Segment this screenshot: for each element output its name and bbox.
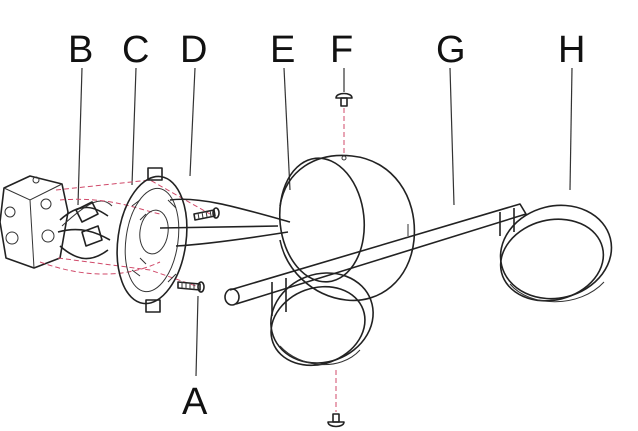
mounting-screw-bottom — [177, 281, 205, 293]
label-d: D — [180, 29, 207, 71]
leader-lines — [77, 67, 573, 377]
label-b: B — [68, 29, 93, 71]
canopy — [278, 154, 416, 302]
label-h: H — [558, 29, 585, 71]
canopy-screw-bottom — [327, 413, 345, 428]
canopy-screw-top — [335, 92, 353, 154]
wire-connectors — [75, 201, 103, 247]
label-e: E — [270, 29, 295, 71]
label-f: F — [330, 29, 353, 71]
label-a: A — [182, 381, 208, 423]
supply-wires — [57, 200, 113, 260]
label-g: G — [436, 29, 466, 71]
assembly-guides — [39, 179, 211, 287]
cable-bundle — [159, 198, 291, 247]
mounting-plate — [116, 167, 188, 313]
spotlight-head-right — [499, 204, 613, 303]
light-bar — [224, 203, 527, 316]
mounting-screw-top — [193, 207, 220, 221]
label-c: C — [122, 29, 149, 71]
spotlight-head-left — [270, 272, 374, 412]
